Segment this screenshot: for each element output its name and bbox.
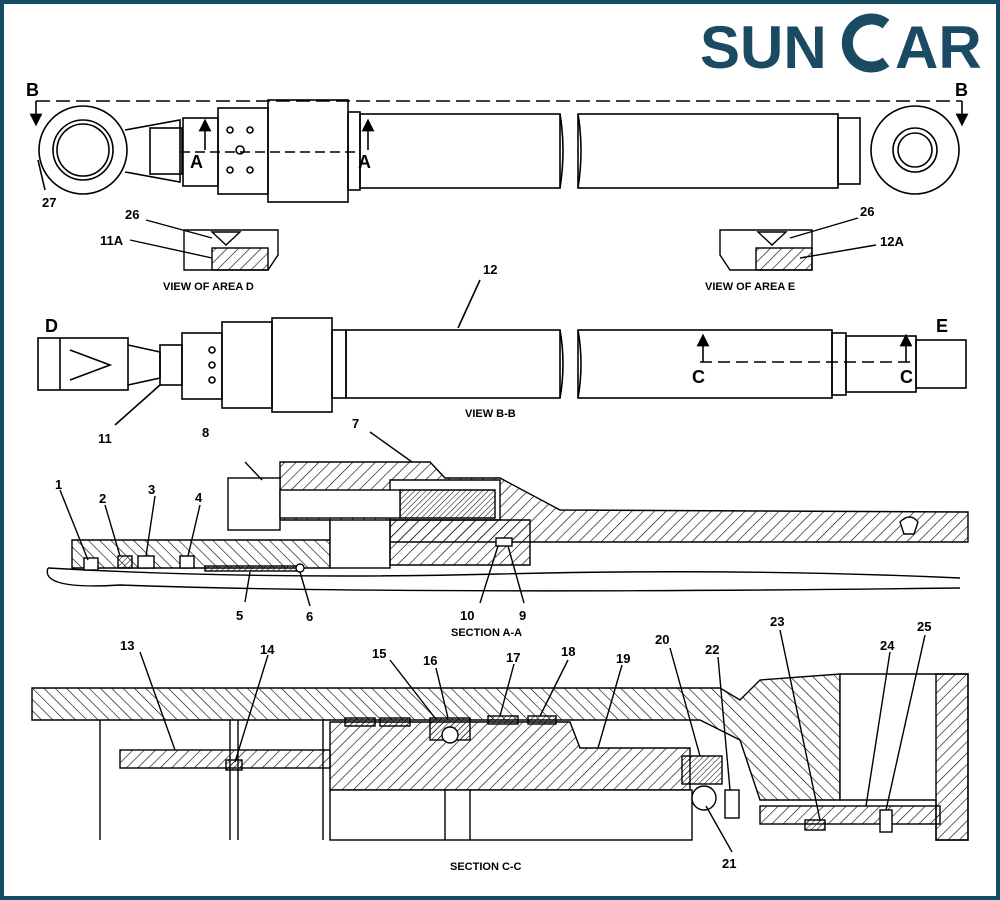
callout-26-d: 26 [125, 207, 139, 222]
callout-12a: 12A [880, 234, 904, 249]
logo-text-left: SUN [700, 14, 827, 81]
callout-2: 2 [99, 491, 106, 506]
callout-16: 16 [423, 653, 437, 668]
callout-22: 22 [705, 642, 719, 657]
callout-9: 9 [519, 608, 526, 623]
callout-21: 21 [722, 856, 736, 871]
caption-section-cc: SECTION C-C [450, 861, 522, 873]
section-mark-b-left: B [26, 80, 39, 100]
callout-24: 24 [880, 638, 895, 653]
callout-15: 15 [372, 646, 386, 661]
logo-c-icon [841, 13, 890, 73]
section-mark-c-left: C [692, 367, 705, 387]
view-area-e-detail [719, 217, 877, 271]
callout-25: 25 [917, 619, 931, 634]
callout-20: 20 [655, 632, 669, 647]
callout-14: 14 [260, 642, 275, 657]
callout-12: 12 [483, 262, 497, 277]
section-mark-e: E [936, 316, 948, 336]
section-mark-d: D [45, 316, 58, 336]
section-aa-drawing [46, 431, 969, 607]
callout-10: 10 [460, 608, 474, 623]
callout-19: 19 [616, 651, 630, 666]
view-bb-cylinder [37, 279, 967, 426]
view-area-d-detail [129, 219, 279, 271]
callout-6: 6 [306, 609, 313, 624]
caption-view-area-e: VIEW OF AREA E [705, 281, 795, 293]
section-mark-b-right: B [955, 80, 968, 100]
callout-1: 1 [55, 477, 62, 492]
callout-7: 7 [352, 416, 359, 431]
section-mark-a-right: A [358, 152, 371, 172]
callout-17: 17 [506, 650, 520, 665]
callout-4: 4 [195, 490, 203, 505]
callout-8: 8 [202, 425, 209, 440]
section-cc-drawing [31, 629, 969, 853]
callout-27: 27 [42, 195, 56, 210]
section-mark-a-left: A [190, 152, 203, 172]
caption-view-bb: VIEW B-B [465, 408, 516, 420]
callout-3: 3 [148, 482, 155, 497]
callout-11: 11 [98, 431, 112, 446]
callout-11a: 11A [100, 233, 124, 248]
callout-13: 13 [120, 638, 134, 653]
brand-logo: SUN AR [700, 13, 982, 81]
caption-view-area-d: VIEW OF AREA D [163, 281, 254, 293]
callout-23: 23 [770, 614, 784, 629]
logo-text-right: AR [895, 14, 982, 81]
callout-26-e: 26 [860, 204, 874, 219]
caption-section-aa: SECTION A-A [451, 627, 522, 639]
callout-5: 5 [236, 608, 243, 623]
callout-18: 18 [561, 644, 575, 659]
cylinder-top-view [29, 99, 969, 203]
section-mark-c-right: C [900, 367, 913, 387]
